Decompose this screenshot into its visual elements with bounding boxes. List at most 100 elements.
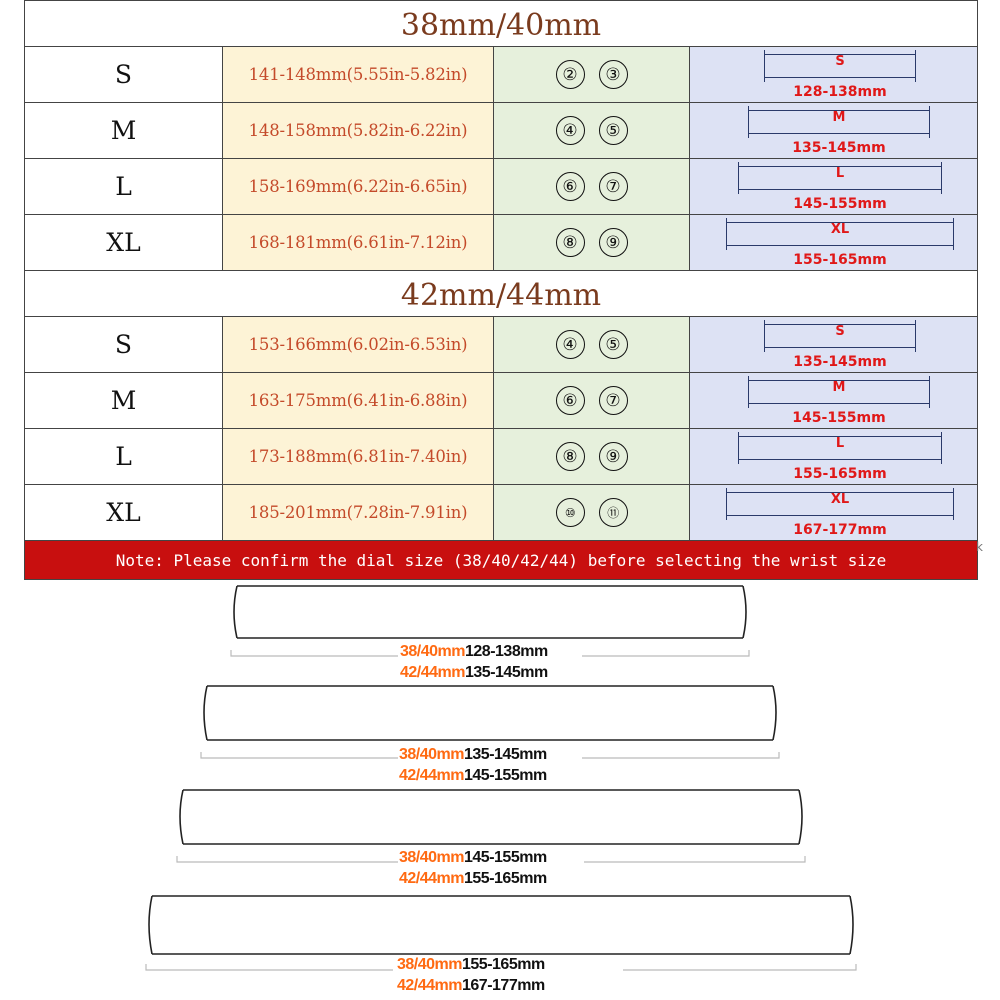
band-size-label: XL — [830, 492, 850, 507]
hole-number-icon: ⑥ — [555, 172, 585, 201]
band-length-label: 145-155mm — [464, 849, 547, 866]
table-row: XL 168-181mm(6.61in-7.12in) ⑧ ⑨ XL 155-1… — [25, 215, 977, 271]
hole-number-icon: ⑩ — [555, 498, 585, 527]
hole-cell: ⑩ ⑪ — [494, 485, 690, 540]
band-length-label: 155-165mm — [462, 956, 545, 973]
table-row: XL 185-201mm(7.28in-7.91in) ⑩ ⑪ XL 167-1… — [25, 485, 977, 541]
band-outline — [200, 685, 780, 759]
hole-number-icon: ⑪ — [598, 498, 628, 527]
band-illustration: XL 155-165mm — [726, 218, 954, 268]
hole-cell: ⑧ ⑨ — [494, 215, 690, 270]
table-row: L 158-169mm(6.22in-6.65in) ⑥ ⑦ L 145-155… — [25, 159, 977, 215]
band-illustration: L 155-165mm — [738, 432, 942, 482]
band-length-label: 128-138mm — [793, 84, 887, 100]
band-length-label: 135-145mm — [793, 354, 887, 370]
band-length-label: 167-177mm — [793, 522, 887, 538]
band-illustration: L 145-155mm — [738, 162, 942, 212]
band-length-label: 145-155mm — [793, 196, 887, 212]
band-size-label: M — [832, 380, 846, 395]
dial-size-label: 38/40mm — [400, 643, 466, 660]
hole-number-icon: ⑥ — [555, 386, 585, 415]
band-length-label: 128-138mm — [465, 643, 548, 660]
band-illustration: XL 167-177mm — [726, 488, 954, 538]
band-caption: 38/40mm155-165mm 42/44mm167-177mm — [397, 954, 545, 996]
band-cell: XL 155-165mm — [690, 215, 977, 270]
hole-number-icon: ⑧ — [555, 228, 585, 257]
hole-cell: ⑧ ⑨ — [494, 429, 690, 484]
band-illustration: S 128-138mm — [764, 50, 916, 100]
band-illustration: M 145-155mm — [748, 376, 930, 426]
band-length-label: 155-165mm — [793, 252, 887, 268]
size-cell: L — [25, 159, 223, 214]
band-outline — [176, 789, 806, 863]
band-drawing: 38/40mm145-155mm 42/44mm155-165mm — [174, 784, 808, 888]
section-title-large-dial: 42mm/44mm — [25, 271, 977, 317]
stray-mark: k — [976, 540, 983, 554]
table-row: S 153-166mm(6.02in-6.53in) ④ ⑤ S 135-145… — [25, 317, 977, 373]
band-outline — [145, 895, 857, 971]
wrist-range-cell: 153-166mm(6.02in-6.53in) — [223, 317, 494, 372]
hole-number-icon: ⑤ — [598, 116, 628, 145]
hole-cell: ⑥ ⑦ — [494, 373, 690, 428]
table-row: M 163-175mm(6.41in-6.88in) ⑥ ⑦ M 145-155… — [25, 373, 977, 429]
band-drawing: 38/40mm155-165mm 42/44mm167-177mm — [143, 892, 859, 996]
size-cell: S — [25, 47, 223, 102]
size-cell: M — [25, 373, 223, 428]
hole-number-icon: ③ — [598, 60, 628, 89]
wrist-range-cell: 168-181mm(6.61in-7.12in) — [223, 215, 494, 270]
size-cell: S — [25, 317, 223, 372]
band-illustration: S 135-145mm — [764, 320, 916, 370]
size-cell: XL — [25, 485, 223, 540]
band-cell: L 155-165mm — [690, 429, 977, 484]
table-row: L 173-188mm(6.81in-7.40in) ⑧ ⑨ L 155-165… — [25, 429, 977, 485]
dial-size-label: 38/40mm — [397, 956, 463, 973]
hole-cell: ② ③ — [494, 47, 690, 102]
wrist-range-cell: 141-148mm(5.55in-5.82in) — [223, 47, 494, 102]
dial-size-label: 42/44mm — [399, 767, 465, 784]
band-size-label: S — [835, 324, 845, 339]
note-banner: Note: Please confirm the dial size (38/4… — [25, 541, 977, 580]
band-cell: M 145-155mm — [690, 373, 977, 428]
hole-number-icon: ⑧ — [555, 442, 585, 471]
dial-size-label: 42/44mm — [397, 977, 463, 994]
hole-cell: ⑥ ⑦ — [494, 159, 690, 214]
band-caption: 38/40mm135-145mm 42/44mm145-155mm — [399, 744, 547, 786]
dial-size-label: 38/40mm — [399, 746, 465, 763]
wrist-range-cell: 148-158mm(5.82in-6.22in) — [223, 103, 494, 158]
table-row: S 141-148mm(5.55in-5.82in) ② ③ S 128-138… — [25, 47, 977, 103]
size-cell: L — [25, 429, 223, 484]
hole-number-icon: ④ — [555, 116, 585, 145]
hole-number-icon: ⑨ — [598, 228, 628, 257]
band-length-label: 155-165mm — [464, 870, 547, 887]
band-size-label: XL — [830, 222, 850, 237]
band-size-label: M — [832, 110, 846, 125]
band-cell: XL 167-177mm — [690, 485, 977, 540]
hole-number-icon: ⑨ — [598, 442, 628, 471]
band-cell: S 135-145mm — [690, 317, 977, 372]
hole-number-icon: ④ — [555, 330, 585, 359]
band-cell: M 135-145mm — [690, 103, 977, 158]
band-size-label: S — [835, 54, 845, 69]
band-length-label: 145-155mm — [792, 410, 886, 426]
band-length-label: 155-165mm — [793, 466, 887, 482]
band-length-label: 135-145mm — [792, 140, 886, 156]
hole-number-icon: ⑤ — [598, 330, 628, 359]
hole-number-icon: ⑦ — [598, 386, 628, 415]
band-caption: 38/40mm145-155mm 42/44mm155-165mm — [399, 847, 547, 889]
size-table: 38mm/40mm S 141-148mm(5.55in-5.82in) ② ③… — [24, 0, 978, 580]
size-cell: M — [25, 103, 223, 158]
wrist-range-cell: 185-201mm(7.28in-7.91in) — [223, 485, 494, 540]
hole-cell: ④ ⑤ — [494, 103, 690, 158]
band-cell: L 145-155mm — [690, 159, 977, 214]
band-size-label: L — [835, 436, 845, 451]
hole-number-icon: ② — [555, 60, 585, 89]
wrist-range-cell: 158-169mm(6.22in-6.65in) — [223, 159, 494, 214]
dial-size-label: 38/40mm — [399, 849, 465, 866]
section-title-small-dial: 38mm/40mm — [25, 1, 977, 47]
band-caption: 38/40mm128-138mm 42/44mm135-145mm — [400, 641, 548, 683]
wrist-range-cell: 173-188mm(6.81in-7.40in) — [223, 429, 494, 484]
band-length-label: 135-145mm — [465, 664, 548, 681]
band-drawing: 38/40mm135-145mm 42/44mm145-155mm — [198, 680, 782, 784]
band-size-label: L — [835, 166, 845, 181]
band-illustration: M 135-145mm — [748, 106, 930, 156]
